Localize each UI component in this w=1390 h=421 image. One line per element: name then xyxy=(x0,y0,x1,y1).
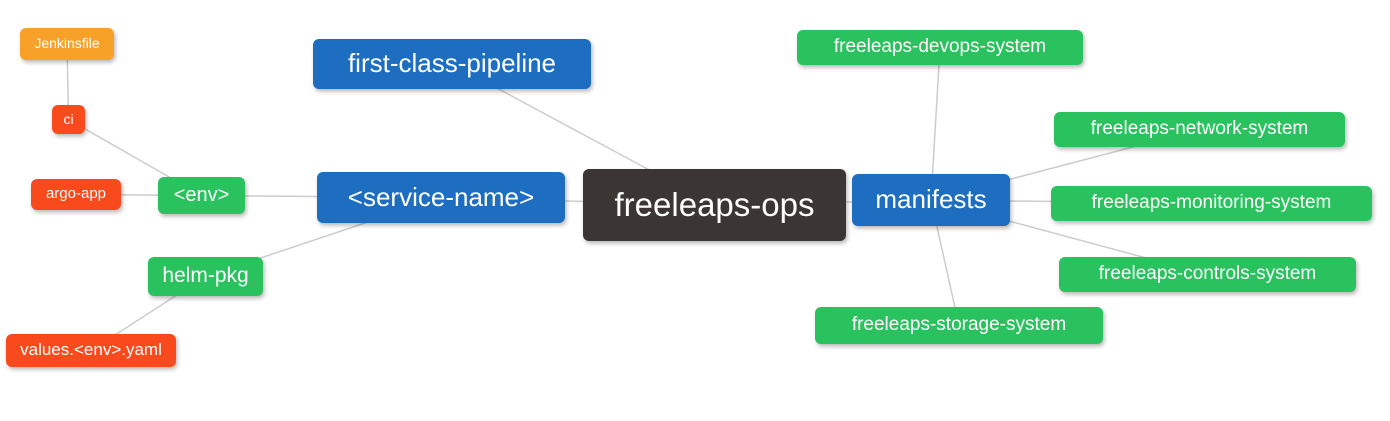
node-env[interactable]: <env> xyxy=(158,177,245,214)
node-first-class-pipeline[interactable]: first-class-pipeline xyxy=(313,39,591,89)
node-argo-app[interactable]: argo-app xyxy=(31,179,121,210)
node-freeleaps-network-system[interactable]: freeleaps-network-system xyxy=(1054,112,1345,147)
node-values-env-yaml[interactable]: values.<env>.yaml xyxy=(6,334,176,367)
node-helm-pkg[interactable]: helm-pkg xyxy=(148,257,263,296)
node-freeleaps-storage-system[interactable]: freeleaps-storage-system xyxy=(815,307,1103,344)
node-freeleaps-devops-system[interactable]: freeleaps-devops-system xyxy=(797,30,1083,65)
node-ci[interactable]: ci xyxy=(52,105,85,134)
node-service-name[interactable]: <service-name> xyxy=(317,172,565,223)
node-manifests[interactable]: manifests xyxy=(852,174,1010,226)
node-freeleaps-controls-system[interactable]: freeleaps-controls-system xyxy=(1059,257,1356,292)
node-jenkinsfile[interactable]: Jenkinsfile xyxy=(20,28,114,60)
node-freeleaps-ops[interactable]: freeleaps-ops xyxy=(583,169,846,241)
node-freeleaps-monitoring-system[interactable]: freeleaps-monitoring-system xyxy=(1051,186,1372,221)
